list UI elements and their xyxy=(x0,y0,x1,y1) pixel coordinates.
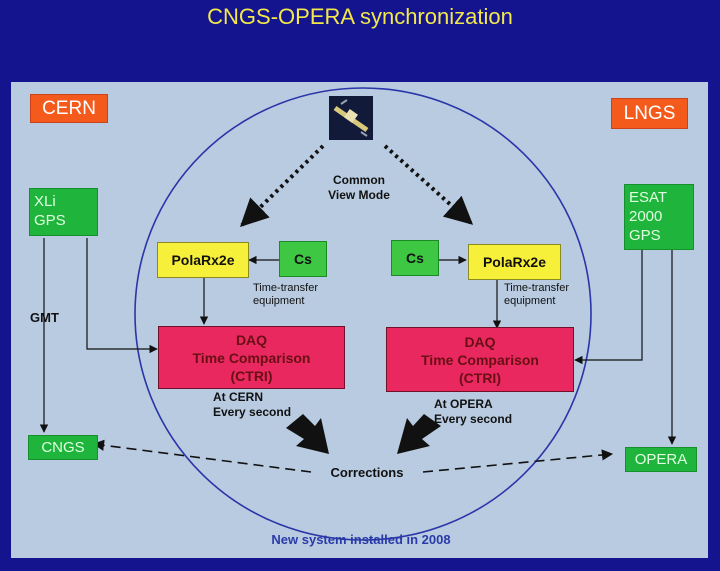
diagram-panel: CERN LNGS XLi GPS ESAT 2000 GPS GMT CNGS… xyxy=(11,82,708,558)
xli-gps-box: XLi GPS xyxy=(29,188,98,236)
slide-title: CNGS-OPERA synchronization xyxy=(207,4,513,29)
common-view-arrow-right xyxy=(383,144,474,225)
common-view-line2: View Mode xyxy=(328,188,390,202)
corrections-label: Corrections xyxy=(330,465,404,480)
esat-gps-line3: GPS xyxy=(629,227,661,244)
daq-left-line2: Time Comparison xyxy=(192,349,311,366)
daq-right-line2: Time Comparison xyxy=(421,351,539,368)
time-transfer-right-label: Time-transfer equipment xyxy=(504,282,569,308)
esat-gps-line2: 2000 xyxy=(629,208,663,225)
time-transfer-left-line1: Time-transfer xyxy=(253,282,318,294)
opera-box: OPERA xyxy=(625,447,697,472)
at-cern-line1: At CERN xyxy=(213,390,263,404)
daq-left-line1: DAQ xyxy=(235,331,268,348)
gmt-label: GMT xyxy=(30,310,59,325)
cern-result-arrow xyxy=(286,414,329,454)
daq-left-box: DAQ Time Comparison (CTRI) xyxy=(158,326,345,389)
common-view-line1: Common xyxy=(333,173,385,187)
daq-right-line1: DAQ xyxy=(464,333,496,350)
daq-right-box: DAQ Time Comparison (CTRI) xyxy=(386,327,574,392)
satellite-icon xyxy=(329,96,373,140)
esat-gps-line1: ESAT xyxy=(629,189,668,206)
at-cern-line2: Every second xyxy=(213,405,292,419)
esat-to-daq-line xyxy=(574,238,643,365)
time-transfer-right-line1: Time-transfer xyxy=(504,282,569,294)
polarx-left-box: PolaRx2e xyxy=(157,242,249,278)
cs-right-box: Cs xyxy=(391,240,439,276)
corrections-arrow-right xyxy=(422,449,614,473)
common-view-label: Common View Mode xyxy=(299,173,419,203)
polarx-right-box: PolaRx2e xyxy=(468,244,561,280)
at-cern-label: At CERN Every second xyxy=(213,390,291,420)
common-view-arrow-left xyxy=(239,144,325,227)
footer-note: New system installed in 2008 xyxy=(271,532,451,547)
at-opera-line1: At OPERA xyxy=(434,397,493,411)
time-transfer-left-label: Time-transfer equipment xyxy=(253,282,318,308)
xli-to-daq-line xyxy=(86,238,158,354)
esat-gps-box: ESAT 2000 GPS xyxy=(624,184,694,250)
xli-gps-line1: XLi xyxy=(34,193,56,210)
xli-gps-line2: GPS xyxy=(34,212,66,229)
diagram-lines xyxy=(39,87,677,541)
cngs-box: CNGS xyxy=(28,435,98,460)
lngs-site-label: LNGS xyxy=(611,98,688,129)
time-transfer-left-line2: equipment xyxy=(253,295,305,307)
at-opera-label: At OPERA Every second xyxy=(434,397,512,427)
at-opera-line2: Every second xyxy=(434,412,513,426)
opera-result-arrow xyxy=(397,414,441,454)
cern-site-label: CERN xyxy=(30,94,108,123)
daq-right-line3: (CTRI) xyxy=(459,369,501,386)
daq-left-line3: (CTRI) xyxy=(230,367,273,384)
time-transfer-right-line2: equipment xyxy=(504,295,556,307)
corrections-arrow-left xyxy=(92,439,312,473)
boundary-circle xyxy=(134,87,592,541)
cs-left-box: Cs xyxy=(279,241,327,277)
